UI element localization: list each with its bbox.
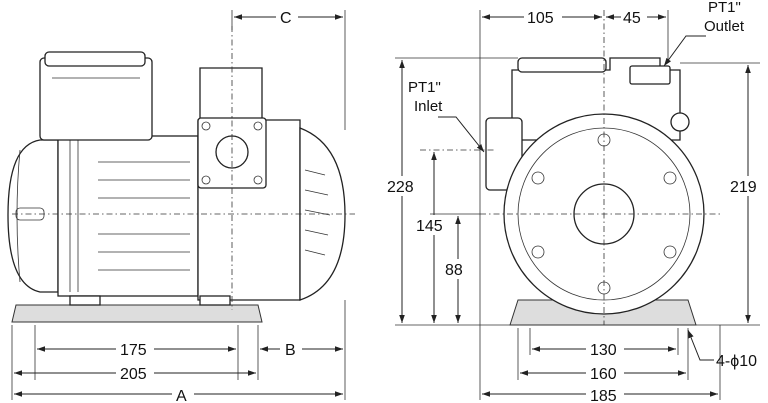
inlet-label-line2: Inlet (414, 98, 443, 115)
front-base-plate (11, 304, 263, 323)
outlet-leader (663, 35, 706, 67)
side-view (420, 10, 720, 326)
outlet-neck (199, 67, 263, 121)
dim-c-label: C (280, 10, 292, 27)
inlet-leader (438, 116, 485, 153)
outlet-label-line1: PT1" (708, 0, 741, 16)
dim-175-label: 175 (120, 342, 147, 359)
dim-160-label: 160 (590, 366, 617, 383)
dim-88-label: 88 (445, 262, 463, 279)
dim-185-label: 185 (590, 388, 617, 403)
front-view (7, 26, 355, 323)
dim-45-label: 45 (623, 10, 641, 27)
dim-130-label: 130 (590, 342, 617, 359)
terminal-box (39, 57, 153, 141)
outlet-label-line2: Outlet (704, 18, 745, 35)
dim-219-label: 219 (730, 179, 757, 196)
dim-b-label: B (285, 342, 296, 359)
dim-holes-label: 4-ϕ10 (716, 353, 757, 370)
dim-145-label: 145 (416, 218, 443, 235)
side-cover-top (517, 57, 607, 73)
dim-a-label: A (176, 388, 187, 403)
front-foot-left (69, 295, 101, 306)
dim-228-label: 228 (387, 179, 414, 196)
inlet-label-line1: PT1" (408, 79, 441, 96)
side-dimensions (385, 7, 764, 403)
terminal-box-cover (44, 51, 146, 67)
front-foot-right (199, 295, 231, 306)
outlet-flange-side (629, 65, 671, 85)
dim-105-label: 105 (527, 10, 554, 27)
motor-end-cap (7, 139, 59, 293)
motor-cooling-fins (69, 140, 190, 292)
motor-body (57, 135, 199, 297)
dim-205-label: 205 (120, 366, 147, 383)
front-dimensions (11, 7, 346, 403)
drain-plug (670, 112, 690, 132)
holes-leader (687, 329, 714, 361)
